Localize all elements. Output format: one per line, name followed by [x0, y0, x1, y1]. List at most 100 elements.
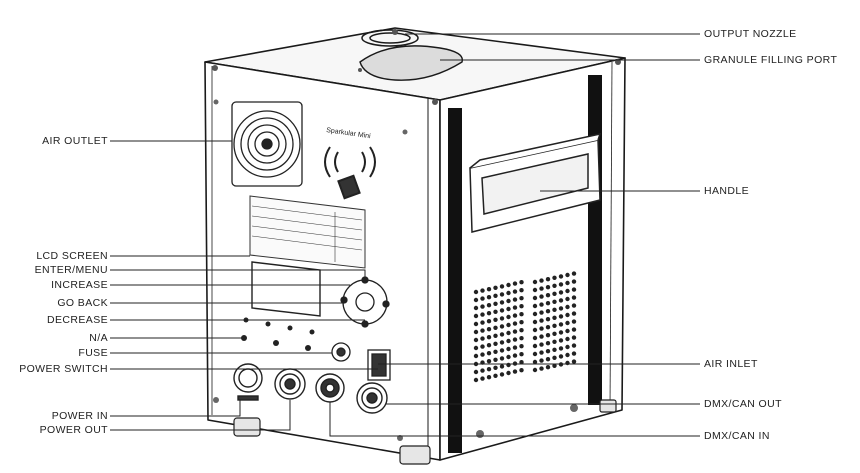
handle: [469, 132, 602, 233]
air-inlet-hole: [565, 296, 570, 302]
air-inlet-hole: [532, 279, 538, 285]
label-air-outlet: AIR OUTLET: [42, 135, 108, 147]
air-inlet-hole: [480, 320, 485, 325]
air-inlet-hole: [473, 289, 479, 295]
power-switch: [367, 349, 391, 381]
air-inlet-hole: [519, 360, 524, 365]
air-inlet-hole: [486, 319, 492, 324]
air-outlet-fan: [231, 101, 303, 187]
air-inlet-hole: [506, 322, 511, 328]
air-inlet-hole: [552, 339, 557, 344]
air-inlet-hole: [486, 375, 492, 380]
air-inlet-hole: [499, 372, 505, 377]
air-inlet-hole: [532, 327, 538, 333]
air-inlet-hole: [558, 314, 564, 319]
air-inlet-hole: [545, 301, 551, 306]
air-inlet-hole: [493, 341, 498, 346]
air-inlet-hole: [532, 287, 538, 293]
air-inlet-hole: [473, 377, 479, 383]
air-inlet-hole: [545, 317, 551, 322]
air-inlet-hole: [545, 341, 551, 346]
air-inlet-hole: [552, 323, 557, 328]
air-inlet-hole: [506, 314, 511, 320]
air-inlet-hole: [499, 348, 505, 353]
air-inlet-hole: [539, 342, 544, 347]
air-inlet-hole: [532, 335, 538, 341]
granule-filling-port: [359, 45, 464, 81]
air-inlet-hole: [480, 376, 485, 381]
air-inlet-hole: [539, 294, 544, 299]
air-inlet-hole: [486, 327, 492, 332]
fuse-holder: [331, 342, 351, 362]
air-inlet-hole: [565, 328, 570, 334]
air-inlet-hole: [571, 279, 577, 284]
air-inlet-hole: [552, 355, 557, 360]
air-inlet-hole: [532, 351, 538, 357]
air-inlet-hole: [486, 367, 492, 372]
air-inlet-hole: [480, 344, 485, 349]
air-inlet-hole: [506, 282, 511, 288]
air-inlet-hole: [519, 344, 524, 349]
air-inlet-hole: [486, 287, 492, 292]
air-inlet-hole: [552, 363, 557, 368]
air-inlet-hole: [571, 287, 577, 292]
air-inlet-hole: [512, 313, 518, 318]
air-inlet-hole: [539, 334, 544, 339]
device-feet: [233, 399, 617, 465]
air-inlet-hole: [480, 336, 485, 341]
air-inlet-hole: [565, 280, 570, 286]
air-inlet-hole: [473, 345, 479, 351]
air-inlet-hole: [539, 350, 544, 355]
air-inlet-hole: [473, 305, 479, 311]
air-inlet-hole: [480, 352, 485, 357]
air-inlet-hole: [473, 353, 479, 359]
air-inlet-hole: [565, 272, 570, 278]
air-inlet-hole: [506, 290, 511, 296]
air-inlet-hole: [571, 295, 577, 300]
air-inlet-hole: [519, 280, 524, 285]
label-enter-menu: ENTER/MENU: [34, 264, 108, 276]
air-inlet-hole: [571, 271, 577, 276]
leader-lines: [110, 33, 700, 437]
air-inlet-hole: [558, 298, 564, 303]
air-inlet-hole: [519, 336, 524, 341]
air-inlet-hole: [512, 321, 518, 326]
air-inlet-hole: [506, 338, 511, 344]
air-inlet-hole: [558, 306, 564, 311]
air-inlet-hole: [545, 333, 551, 338]
air-inlet-hole: [473, 369, 479, 375]
air-inlet-hole: [480, 304, 485, 309]
air-inlet-hole: [486, 295, 492, 300]
air-inlet-hole: [552, 315, 557, 320]
air-inlet-hole: [519, 312, 524, 317]
air-inlet-hole: [486, 359, 492, 364]
air-inlet-hole: [506, 346, 511, 352]
air-inlet-hole: [539, 286, 544, 291]
label-dmx-can-in: DMX/CAN IN: [704, 430, 770, 442]
label-decrease: DECREASE: [47, 314, 108, 326]
power-out-connector: [274, 368, 306, 400]
air-inlet-hole: [499, 340, 505, 345]
air-inlet-hole: [571, 303, 577, 308]
air-inlet-hole: [519, 288, 524, 293]
air-inlet-hole: [545, 285, 551, 290]
air-inlet-hole: [565, 344, 570, 350]
air-inlet-hole: [493, 357, 498, 362]
air-inlet-hole: [512, 305, 518, 310]
air-inlet-hole: [552, 283, 557, 288]
air-inlet-hole: [552, 275, 557, 280]
air-inlet-hole: [558, 330, 564, 335]
air-inlet-hole: [565, 312, 570, 318]
air-inlet-hole: [512, 281, 518, 286]
air-inlet-hole: [499, 324, 505, 329]
air-inlet-hole: [473, 321, 479, 327]
air-inlet-hole: [552, 331, 557, 336]
air-inlet-hole: [499, 284, 505, 289]
air-inlet-hole: [493, 317, 498, 322]
air-inlet-hole: [571, 351, 577, 356]
air-inlet-hole: [512, 369, 518, 374]
air-inlet-hole: [539, 302, 544, 307]
air-inlet-hole: [519, 320, 524, 325]
air-inlet-hole: [473, 329, 479, 335]
